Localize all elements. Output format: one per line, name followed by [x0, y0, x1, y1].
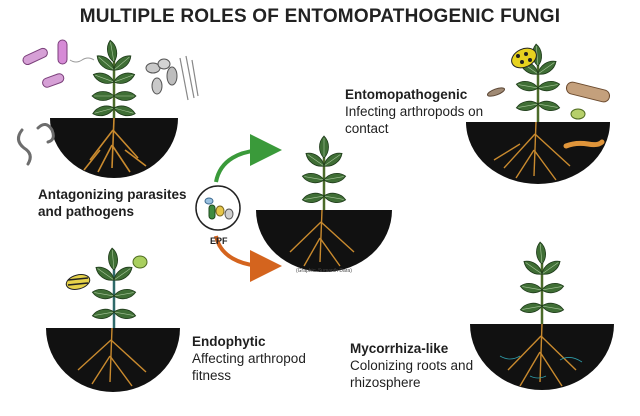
pathogen-bacteria [22, 39, 95, 88]
role-heading: Mycorrhiza-like [350, 341, 449, 356]
role-desc-line: Affecting arthropod [192, 351, 306, 366]
epf-circle [195, 185, 241, 231]
nematodes [17, 123, 55, 166]
soil-mound [256, 210, 392, 272]
infected-larva-root [563, 139, 605, 149]
roots [289, 209, 355, 267]
roots [493, 121, 571, 181]
plant-entomopathogenic [466, 43, 610, 184]
role-desc-line: fitness [192, 368, 232, 383]
soil-mound [466, 122, 610, 184]
role-desc-line: rhizosphere [350, 375, 421, 390]
role-desc-line: contact [345, 121, 389, 136]
hyphae [499, 355, 583, 379]
role-heading: Entomopathogenic [345, 87, 468, 102]
plant-antagonizing [50, 39, 178, 178]
soil-mound [470, 324, 614, 390]
roots [83, 117, 147, 173]
role-heading: Endophytic [192, 334, 266, 349]
diagram-title: MULTIPLE ROLES OF ENTOMOPATHOGENIC FUNGI [79, 6, 561, 27]
plant-center [256, 135, 392, 272]
role-heading-cont: and pathogens [38, 204, 135, 219]
role-desc-line: Infecting arthropods on [345, 104, 484, 119]
arrow-orange [214, 235, 282, 282]
graphic-credit: (Graphic: Sumanth Dara) [296, 268, 352, 274]
label-entomopathogenic: Entomopathogenic Infecting arthropods on… [345, 86, 483, 137]
label-antagonizing: Antagonizing parasites and pathogens [38, 186, 187, 220]
aphid-icon [132, 255, 148, 269]
plant-mycorrhiza [470, 241, 614, 390]
roots [77, 327, 147, 387]
pathogen-spores [145, 55, 199, 101]
label-endophytic: Endophytic Affecting arthropod fitness [192, 333, 306, 384]
striped-beetle-icon [65, 274, 91, 290]
plant-endophytic [46, 247, 180, 392]
caterpillar-icon [565, 81, 611, 103]
roots [507, 323, 577, 387]
cucumber-beetle-icon [511, 47, 537, 69]
thrips-icon [486, 87, 506, 97]
epf-label: EPF [210, 236, 228, 246]
aphid-icon [570, 108, 586, 120]
arrow-green [214, 134, 282, 183]
role-desc-line: Colonizing roots and [350, 358, 474, 373]
role-heading: Antagonizing parasites [38, 187, 187, 202]
label-mycorrhiza: Mycorrhiza-like Colonizing roots and rhi… [350, 340, 473, 391]
